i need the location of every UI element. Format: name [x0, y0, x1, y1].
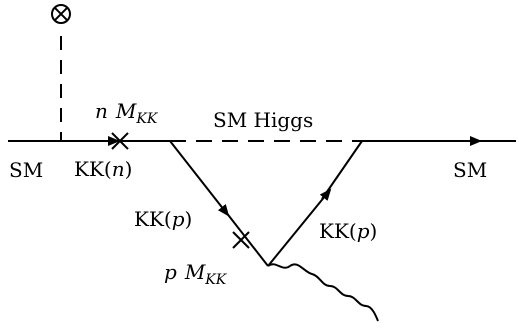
sm-higgs-label: SM Higgs — [213, 108, 313, 132]
kk-p-right-line — [267, 188, 332, 267]
sm-right-label: SM — [453, 158, 487, 182]
n-mass-insertion-icon — [111, 132, 129, 150]
kk-p-right-label: KK(p) — [319, 219, 377, 243]
photon-wavy-line — [267, 263, 379, 322]
kk-p-left-label: KK(p) — [134, 207, 192, 231]
kk-p-right-line-cont — [321, 140, 363, 200]
p-mass-insertion-icon — [232, 231, 250, 249]
kk-p-left-line — [169, 140, 230, 217]
kk-n-label: KK(n) — [74, 157, 132, 181]
vev-insertion-icon — [51, 4, 71, 24]
sm-left-label: SM — [9, 158, 43, 182]
